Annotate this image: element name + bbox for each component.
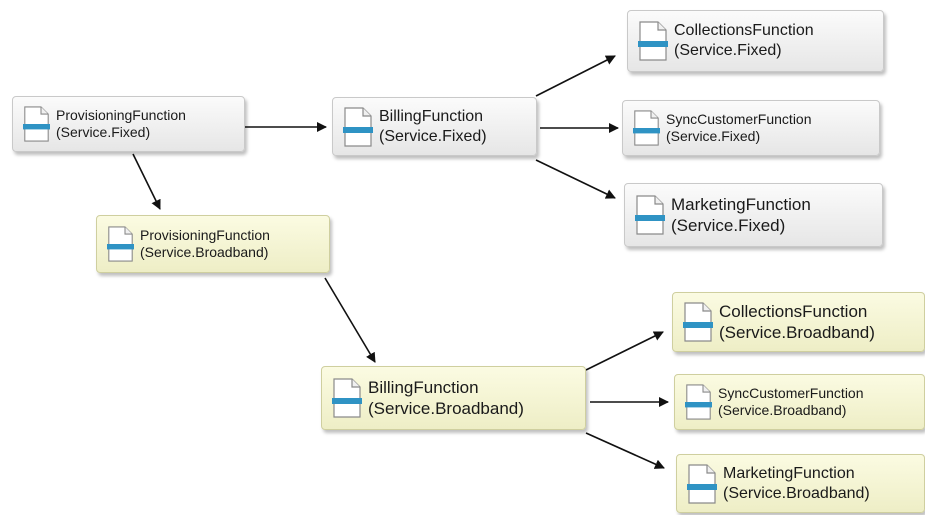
node-sync-fixed[interactable]: SyncCustomerFunction(Service.Fixed) [622,100,880,156]
node-service: (Service.Fixed) [671,216,786,235]
node-mkt-fixed[interactable]: MarketingFunction (Service.Fixed) [624,183,883,247]
node-name: SyncCustomerFunction [718,384,864,401]
node-coll-bb[interactable]: CollectionsFunction (Service.Broadband) [672,292,925,352]
edge-bill-fixed-to-mkt-fixed [535,159,616,199]
node-service: (Service.Broadband) [140,244,269,260]
node-prov-bb[interactable]: ProvisioningFunction(Service.Broadband) [96,215,330,273]
node-service: (Service.Broadband) [723,484,870,502]
node-coll-fixed[interactable]: CollectionsFunction (Service.Fixed) [627,10,884,72]
document-icon [332,378,362,418]
node-service: (Service.Broadband) [368,399,524,418]
node-name: CollectionsFunction [719,301,868,321]
node-sync-bb[interactable]: SyncCustomerFunction(Service.Broadband) [674,374,925,430]
node-prov-fixed[interactable]: ProvisioningFunction(Service.Fixed) [12,96,245,152]
node-name: ProvisioningFunction [140,226,270,243]
node-name: MarketingFunction [671,194,811,214]
document-icon [23,106,50,142]
document-icon [687,463,717,504]
edge-prov-bb-to-bill-bb [324,277,376,363]
node-service: (Service.Broadband) [718,402,847,418]
document-icon [635,195,665,235]
document-icon [633,110,660,146]
node-name: BillingFunction [379,107,484,125]
document-icon [343,106,373,147]
document-icon [638,21,668,61]
edge-bill-fixed-to-coll-fixed [535,55,616,97]
node-name: SyncCustomerFunction [666,110,812,127]
node-service: (Service.Fixed) [379,127,487,145]
node-bill-fixed[interactable]: BillingFunction (Service.Fixed) [332,97,537,156]
edge-bill-bb-to-coll-bb [585,331,664,371]
node-service: (Service.Fixed) [666,128,761,144]
edge-prov-fixed-to-prov-bb [132,153,161,210]
node-bill-bb[interactable]: BillingFunction (Service.Broadband) [321,366,586,430]
document-icon [107,226,134,262]
edge-bill-bb-to-mkt-bb [585,432,665,469]
node-name: CollectionsFunction [674,22,814,39]
node-name: MarketingFunction [723,464,855,482]
node-mkt-bb[interactable]: MarketingFunction (Service.Broadband) [676,454,925,513]
node-service: (Service.Broadband) [719,323,875,342]
node-name: ProvisioningFunction [56,106,186,123]
node-service: (Service.Fixed) [56,124,151,140]
node-name: BillingFunction [368,377,479,397]
document-icon [683,302,713,342]
document-icon [685,384,712,420]
node-service: (Service.Fixed) [674,42,782,59]
